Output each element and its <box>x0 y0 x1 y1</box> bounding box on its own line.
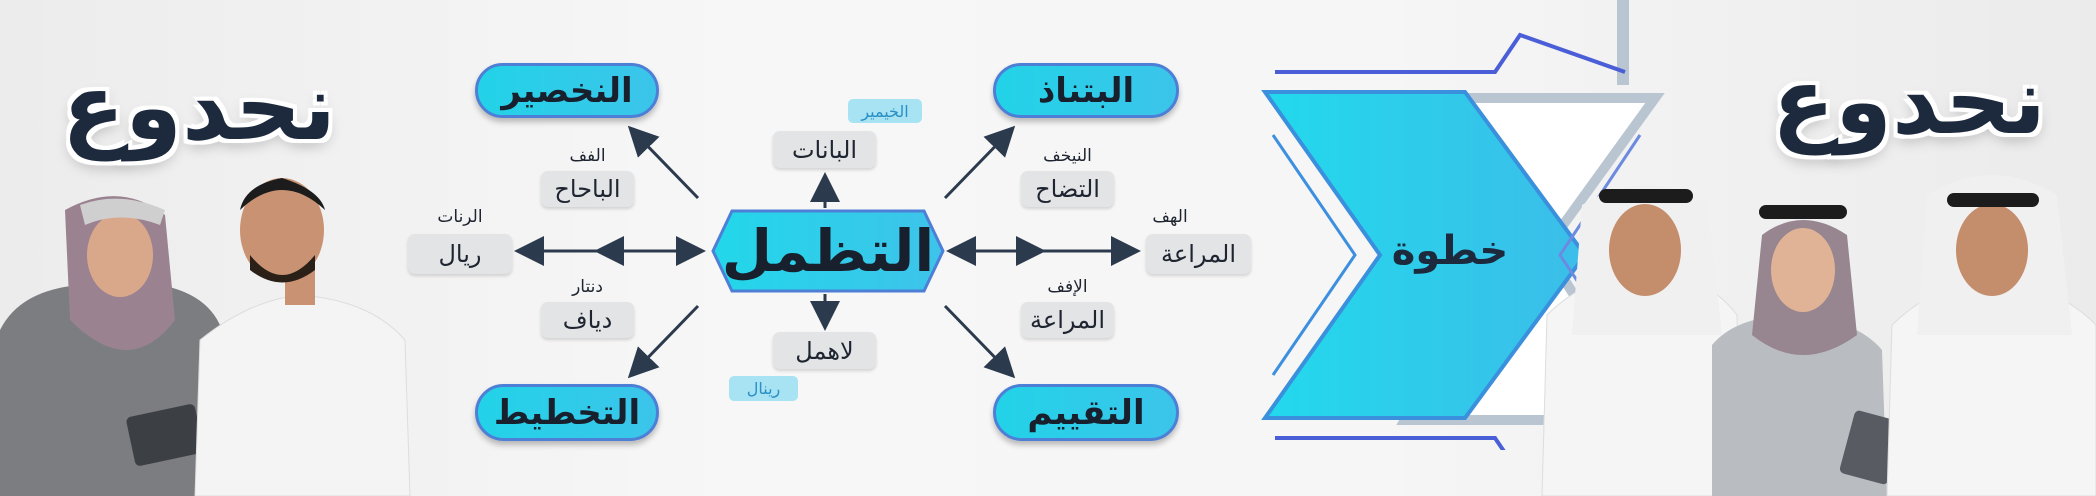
node-left[interactable]: ريال <box>408 234 512 274</box>
node-lower-left[interactable]: دياف <box>541 302 634 338</box>
node-bottom[interactable]: لاهمل <box>773 332 876 369</box>
step-label: خطوة <box>1391 228 1509 274</box>
arrow-lower-left <box>627 304 700 379</box>
node-right[interactable]: المراعة <box>1146 234 1251 274</box>
step-x-logo <box>1261 0 1665 450</box>
man-figure-left <box>1541 185 1743 496</box>
node-top[interactable]: البانات <box>773 131 876 168</box>
label-upper-left: الفف <box>569 146 606 166</box>
woman-figure <box>0 196 230 496</box>
woman-figure <box>1712 205 1903 496</box>
arrow-upper-right <box>943 125 1016 200</box>
arrow-lower-right <box>943 304 1016 379</box>
man-figure <box>194 178 411 496</box>
left-title: نحدوع <box>62 54 337 161</box>
center-hexagon-shape <box>711 209 945 293</box>
arrow-upper-left <box>627 125 700 200</box>
label-lower-left: دنتار <box>572 277 603 297</box>
label-left: الرنات <box>437 207 483 227</box>
pill-top-right[interactable]: البتناذ <box>993 63 1179 118</box>
center-node[interactable]: التظمل <box>721 217 935 285</box>
pill-bottom-left[interactable]: التخطيط <box>475 384 659 441</box>
label-right: الهف <box>1152 207 1188 227</box>
people-photo-left <box>0 178 411 496</box>
tag-bottom: رينال <box>729 376 798 401</box>
people-photo-right <box>1541 175 2096 496</box>
tag-top: الخيمير <box>848 99 922 123</box>
label-lower-right: الإفف <box>1047 277 1088 297</box>
node-upper-right[interactable]: التضاح <box>1021 171 1114 207</box>
node-lower-right[interactable]: المراعة <box>1021 302 1114 338</box>
man-figure-right <box>1886 175 2096 496</box>
pill-bottom-right[interactable]: التقييم <box>993 384 1179 441</box>
node-upper-left[interactable]: الباحاح <box>541 171 634 207</box>
right-title: نحدوع <box>1772 48 2047 155</box>
label-upper-right: النيخف <box>1043 146 1092 166</box>
pill-top-left[interactable]: النخصير <box>475 63 659 118</box>
